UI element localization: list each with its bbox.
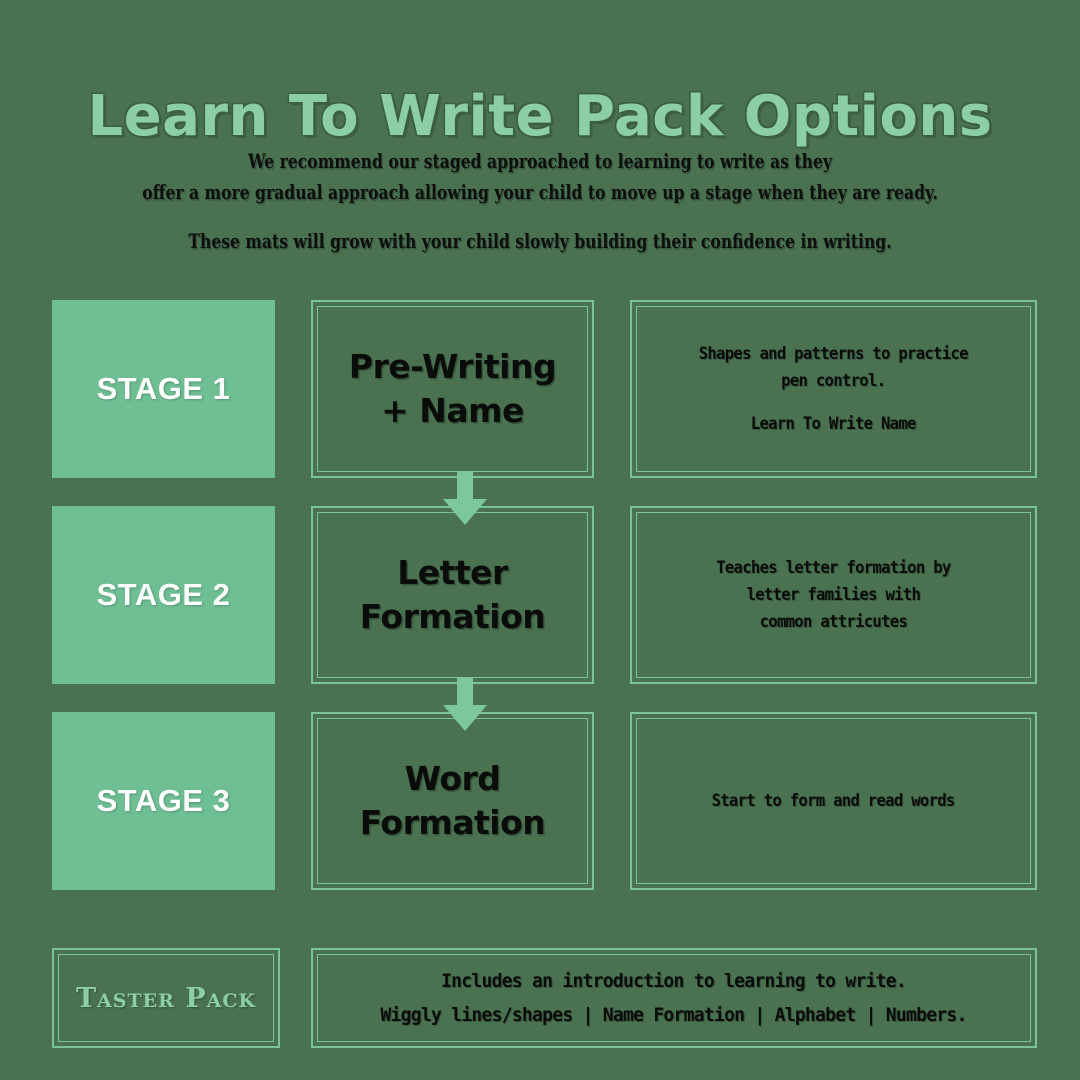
stage-topic-label-2: Letter Formation [350,551,556,639]
stage-detail-text-2: Teaches letter formation by letter famil… [700,555,967,636]
stage-topic-line-3a: Word [404,759,501,798]
stage-badge-1[interactable]: STAGE 1 [52,300,275,478]
stage-topic-label-1: Pre-Writing + Name [339,345,566,433]
stage-row-2: STAGE 2 Letter Formation Teaches letter … [52,506,1037,684]
spacer [699,395,968,411]
taster-pack-desc: Includes an introduction to learning to … [380,964,968,1032]
down-arrow-icon-2 [442,678,488,732]
taster-pack-desc-box[interactable]: Includes an introduction to learning to … [311,948,1037,1048]
stage-detail-box-1[interactable]: Shapes and patterns to practice pen cont… [630,300,1037,478]
stage-topic-box-2[interactable]: Letter Formation [311,506,594,684]
stage-detail-line-1a: Shapes and patterns to practice [698,343,969,364]
stage-detail-line-2b: letter families with [746,584,921,605]
stage-detail-line-1b: pen control. [781,370,886,391]
stage-topic-label-3: Word Formation [350,757,556,845]
taster-pack-label: Taster Pack [75,982,257,1014]
stages-matrix: STAGE 1 Pre-Writing + Name Shapes and pa… [52,300,1037,892]
stage-badge-2[interactable]: STAGE 2 [52,506,275,684]
subtitle-line-3: These mats will grow with your child slo… [188,229,892,253]
subtitle-line-2: offer a more gradual approach allowing y… [142,180,938,204]
stage-detail-text-1: Shapes and patterns to practice pen cont… [682,341,984,438]
taster-pack-label-box[interactable]: Taster Pack [52,948,280,1048]
subtitle-line-1: We recommend our staged approached to le… [248,149,832,173]
stage-badge-3[interactable]: STAGE 3 [52,712,275,890]
stage-topic-line-3b: Formation [359,803,546,842]
stage-badge-label-2: STAGE 2 [96,577,231,612]
stage-detail-line-2c: common attricutes [759,611,908,632]
subtitle-block: We recommend our staged approached to le… [119,146,961,257]
stage-detail-extra-1: Learn To Write Name [751,413,917,434]
stage-row-3: STAGE 3 Word Formation Start to form and… [52,712,1037,890]
stage-badge-label-3: STAGE 3 [96,783,231,818]
stage-row-1: STAGE 1 Pre-Writing + Name Shapes and pa… [52,300,1037,478]
stage-detail-box-3[interactable]: Start to form and read words [630,712,1037,890]
stage-topic-line-2b: Formation [359,597,546,636]
stage-topic-line-1a: Pre-Writing [348,347,557,386]
stage-detail-text-3: Start to form and read words [695,788,971,815]
down-arrow-icon-1 [442,472,488,526]
stage-detail-line-3a: Start to form and read words [711,790,956,811]
stage-topic-line-2a: Letter [397,553,508,592]
stage-topic-box-3[interactable]: Word Formation [311,712,594,890]
taster-desc-line-2: Wiggly lines/shapes | Name Formation | A… [380,1004,968,1026]
stage-topic-line-1b: + Name [381,391,524,430]
stage-detail-line-2a: Teaches letter formation by [716,557,951,578]
stage-detail-box-2[interactable]: Teaches letter formation by letter famil… [630,506,1037,684]
stage-badge-label-1: STAGE 1 [96,371,231,406]
stage-topic-box-1[interactable]: Pre-Writing + Name [311,300,594,478]
taster-pack-row: Taster Pack Includes an introduction to … [52,948,1037,1048]
taster-desc-line-1: Includes an introduction to learning to … [441,970,908,992]
page-title: Learn To Write Pack Options [87,83,993,149]
